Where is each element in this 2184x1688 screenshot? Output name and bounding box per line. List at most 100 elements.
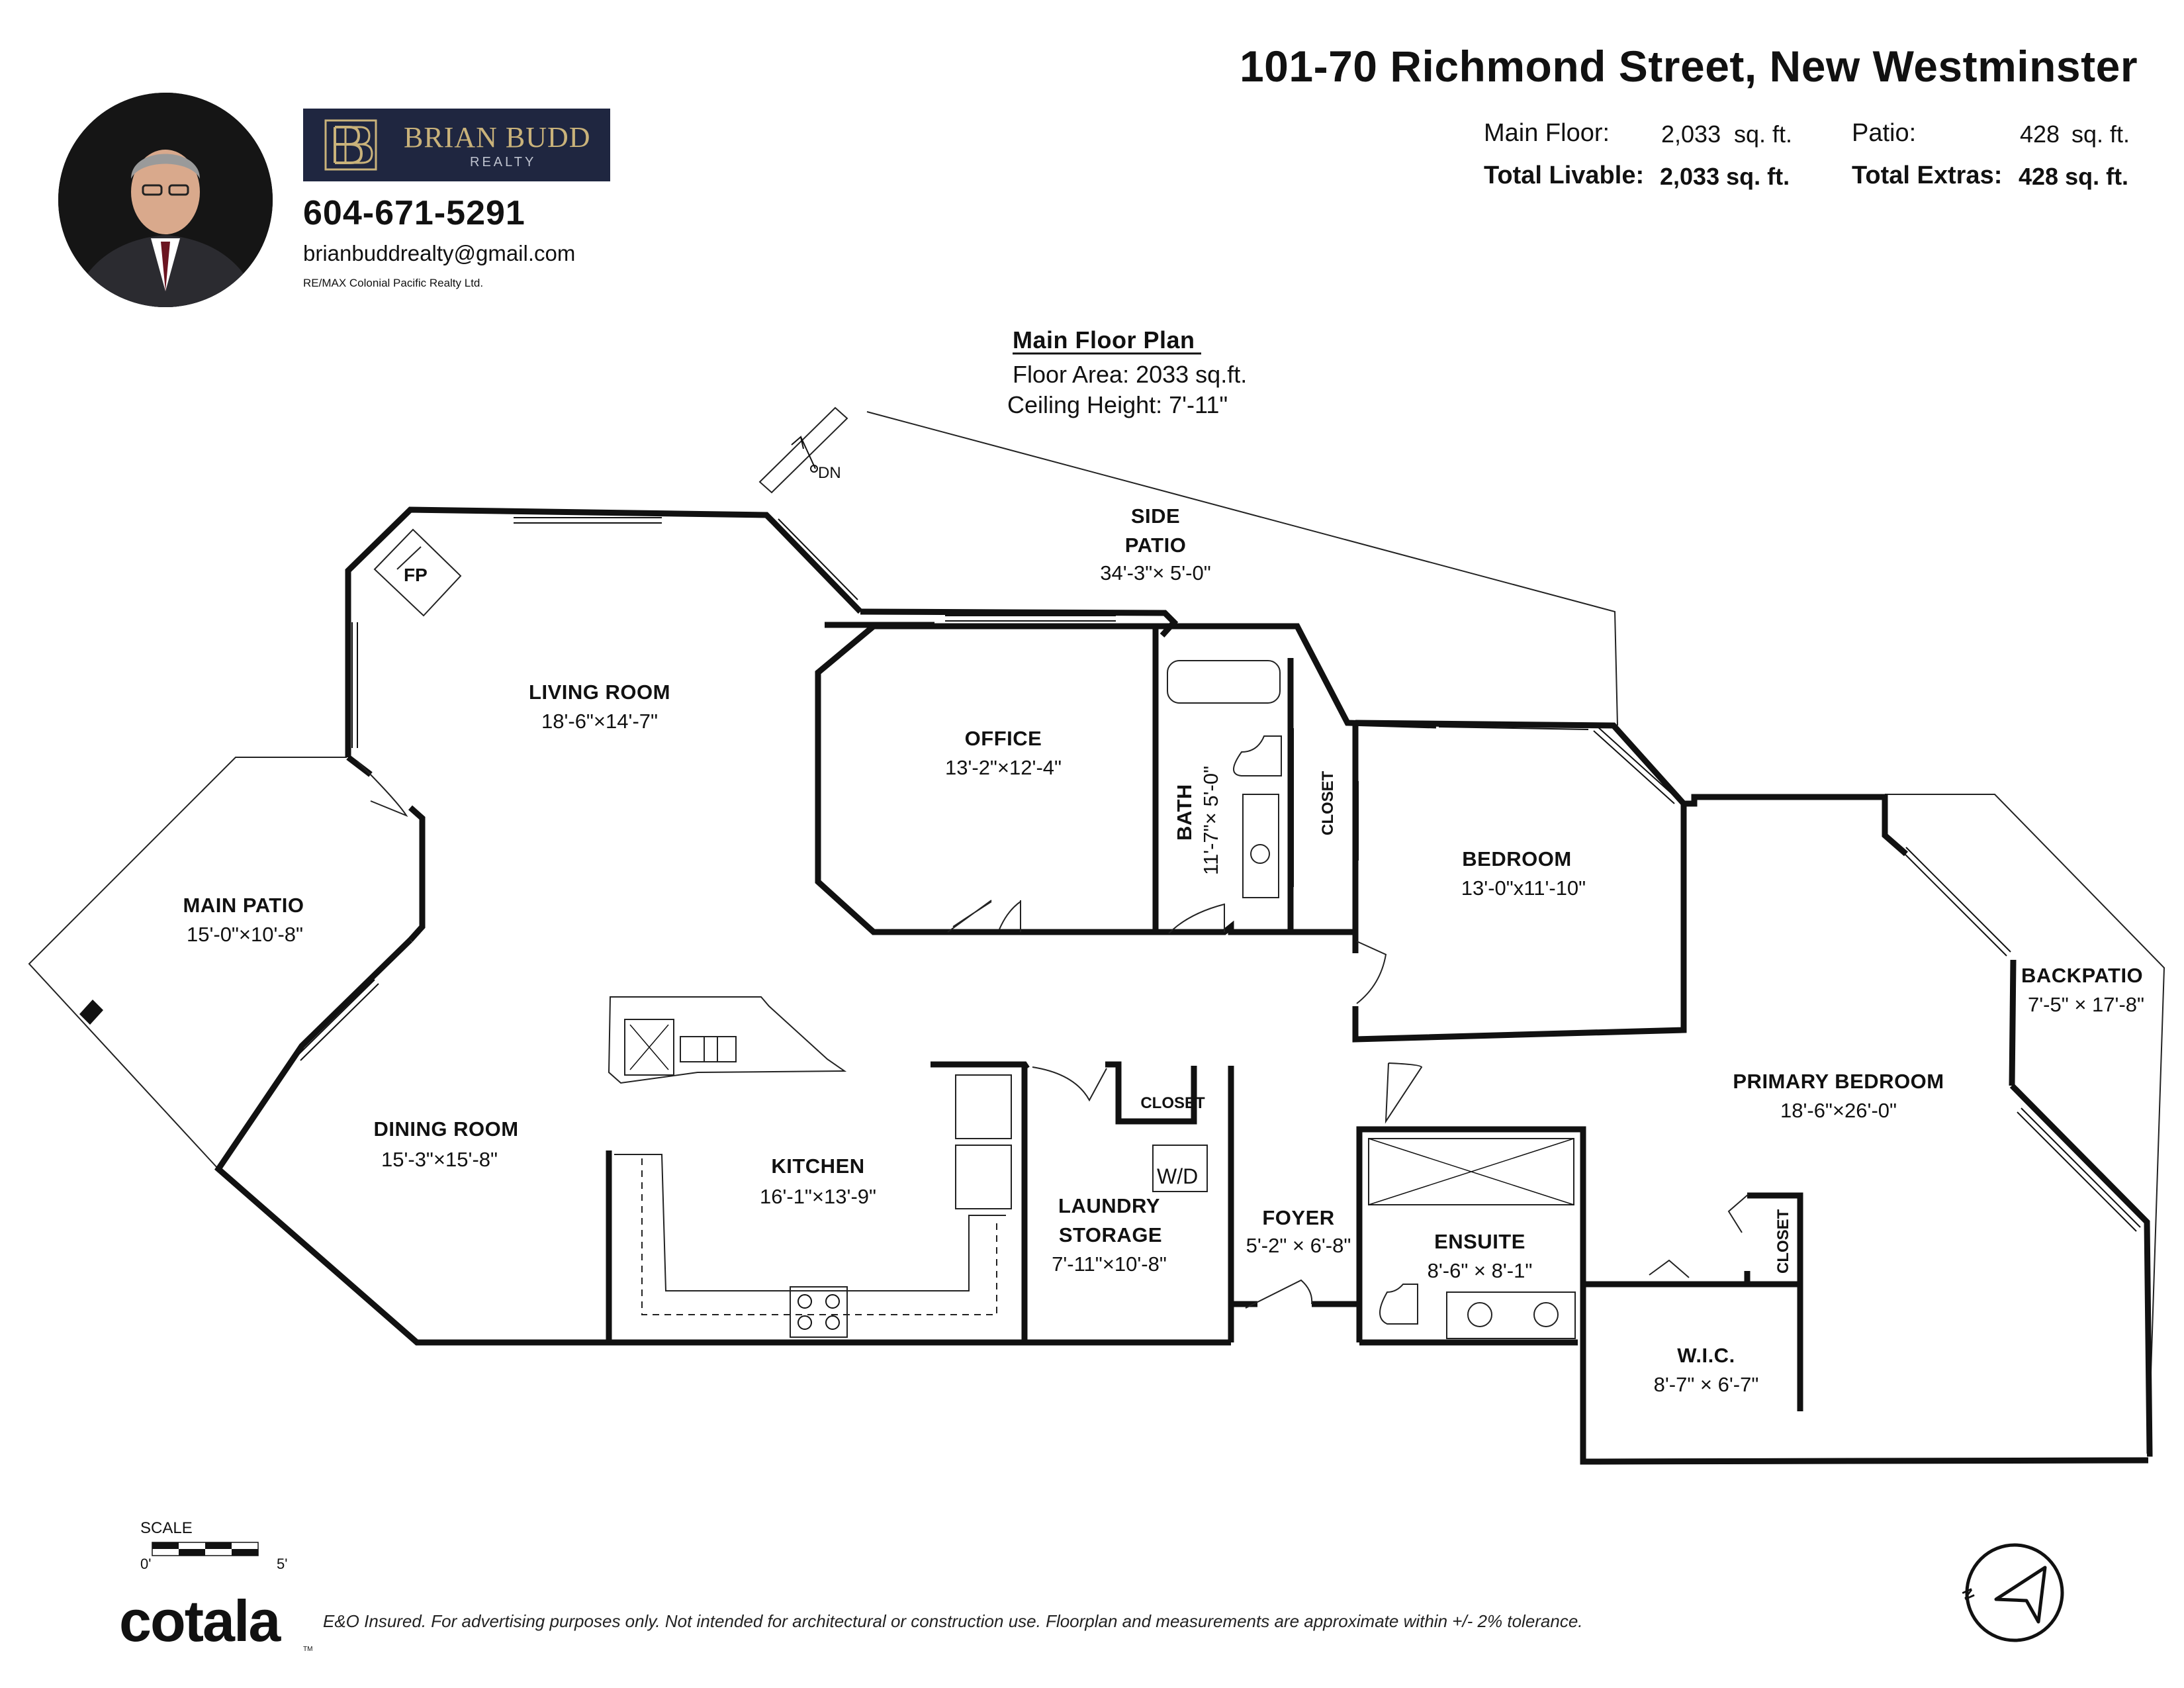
cotala-tm: TM xyxy=(303,1646,313,1653)
laundry-name-1: LAUNDRY xyxy=(1058,1194,1160,1217)
cooktop xyxy=(624,1019,674,1076)
brand-sub: REALTY xyxy=(470,155,537,169)
brand-name: BRIAN BUDD xyxy=(404,121,591,154)
agent-photo xyxy=(58,93,273,307)
laundry-name-2: STORAGE xyxy=(1059,1223,1162,1246)
toilet xyxy=(1233,735,1282,776)
primary-bedroom-top-wall xyxy=(1684,794,1908,857)
main-patio-dims: 15'-0"×10'-8" xyxy=(187,923,303,946)
property-address: 101-70 Richmond Street, New Westminster xyxy=(1239,42,2138,91)
office-name: OFFICE xyxy=(965,727,1042,750)
primary-bedroom-bottom-wall xyxy=(1580,1276,2149,1465)
scale-end: 5' xyxy=(277,1556,287,1572)
plan-title: Main Floor Plan xyxy=(1013,326,1195,353)
stair-dn-label: DN xyxy=(818,464,841,482)
wic-name: W.I.C. xyxy=(1677,1344,1735,1367)
scale-bar xyxy=(152,1542,259,1556)
agent-email[interactable]: brianbuddrealty@gmail.com xyxy=(303,241,576,265)
primary-bedroom-right-wall xyxy=(2009,959,2017,1086)
main-patio-post xyxy=(79,1000,103,1025)
living-room-name: LIVING ROOM xyxy=(529,680,670,704)
compass-north-label: N xyxy=(1958,1586,1978,1603)
total-livable-label: Total Livable: xyxy=(1484,162,1645,189)
back-patio-outline xyxy=(1885,794,2165,1454)
agent-phone[interactable]: 604-671-5291 xyxy=(303,194,525,232)
scale-label: SCALE xyxy=(140,1519,193,1537)
ensuite-name: ENSUITE xyxy=(1434,1230,1525,1253)
stair-dot-icon xyxy=(810,465,818,473)
total-extras-label: Total Extras: xyxy=(1852,162,2003,189)
kitchen-counter-edge xyxy=(641,1158,997,1315)
closet-2-name: CLOSET xyxy=(1140,1094,1205,1112)
laundry-dims: 7'-11"×10'-8" xyxy=(1052,1252,1167,1276)
main-patio-outline xyxy=(28,757,347,1170)
fridge xyxy=(955,1074,1012,1139)
primary-bedroom-name: PRIMARY BEDROOM xyxy=(1733,1070,1944,1093)
kitchen-name: KITCHEN xyxy=(771,1154,864,1178)
side-patio-dims: 34'-3"× 5'-0" xyxy=(1100,561,1210,585)
kitchen-island xyxy=(608,996,847,1084)
bedroom-dims: 13'-0"x11'-10" xyxy=(1461,876,1586,900)
island-sink xyxy=(680,1036,718,1062)
main-floor-unit: sq. ft. xyxy=(1734,120,1793,148)
washer-dryer-label: W/D xyxy=(1157,1164,1198,1188)
patio-label: Patio: xyxy=(1852,119,1917,147)
dining-room-dims: 15'-3"×15'-8" xyxy=(381,1148,498,1171)
side-patio-name-2: PATIO xyxy=(1125,534,1187,557)
fireplace xyxy=(373,528,462,617)
brand-monogram-icon xyxy=(324,119,377,171)
main-patio-name: MAIN PATIO xyxy=(183,894,304,917)
kitchen-top-wall xyxy=(931,1061,1030,1070)
side-patio-name-1: SIDE xyxy=(1131,504,1180,528)
bath-dims: 11'-7"× 5'-0" xyxy=(1199,766,1222,875)
office-walls xyxy=(815,623,1159,935)
brand-logo: BRIAN BUDD REALTY xyxy=(303,109,610,181)
dining-room-exterior-wall xyxy=(214,937,1231,1346)
primary-bedroom-dims: 18'-6"×26'-0" xyxy=(1780,1099,1897,1122)
primary-bedroom-lower-right-wall xyxy=(2009,1083,2153,1457)
back-patio-name: BACKPATIO xyxy=(2021,964,2143,987)
bath-name: BATH xyxy=(1173,784,1196,841)
closet-1-name: CLOSET xyxy=(1319,771,1337,835)
kitchen-range xyxy=(790,1286,848,1338)
closet-2-walls xyxy=(1105,1061,1197,1125)
side-patio-outline xyxy=(866,411,1618,726)
ensuite-walls xyxy=(1356,1126,1586,1342)
bath-sink xyxy=(1250,844,1270,864)
dining-room-name: DINING ROOM xyxy=(373,1117,518,1141)
fireplace-inner xyxy=(396,546,422,570)
closet-3-walls xyxy=(1744,1192,1803,1288)
stair-landing xyxy=(758,406,848,494)
windows xyxy=(296,517,2141,1232)
living-room-dims: 18'-6"×14'-7" xyxy=(541,710,658,733)
range-burners-icon xyxy=(797,1294,840,1330)
agent-portrait-icon xyxy=(58,93,273,307)
compass-icon xyxy=(1965,1543,2064,1642)
island-sink-2 xyxy=(704,1036,737,1062)
plan-ceiling-height: Ceiling Height: 7'-11" xyxy=(1007,391,1228,418)
ensuite-sink-2 xyxy=(1533,1302,1559,1327)
doors xyxy=(357,761,1749,1309)
bathtub xyxy=(1167,660,1281,704)
bath-top-wall xyxy=(1156,623,1437,729)
ensuite-vanity xyxy=(1446,1291,1576,1339)
kitchen-counter xyxy=(614,1154,1006,1291)
total-extras-value: 428 sq. ft. xyxy=(2019,163,2129,190)
stair-arrow-head-icon xyxy=(791,436,804,449)
office-dims: 13'-2"×12'-4" xyxy=(945,756,1062,779)
patio-unit: sq. ft. xyxy=(2071,120,2130,148)
back-patio-dims: 7'-5" × 17'-8" xyxy=(2028,993,2144,1016)
bath-wall xyxy=(1158,658,1294,935)
main-floor-label: Main Floor: xyxy=(1484,119,1610,147)
living-room-patio-wall xyxy=(408,805,426,943)
scale-start: 0' xyxy=(140,1556,151,1572)
agent-brokerage: RE/MAX Colonial Pacific Realty Ltd. xyxy=(303,277,484,289)
wic-dims: 8'-7" × 6'-7" xyxy=(1654,1373,1759,1396)
cotala-logo: cotala xyxy=(119,1588,281,1654)
main-floor-value: 2,033 xyxy=(1661,120,1721,148)
kitchen-dims: 16'-1"×13'-9" xyxy=(760,1185,876,1208)
footer-disclaimer: E&O Insured. For advertising purposes on… xyxy=(323,1611,1583,1631)
bedroom-walls xyxy=(1352,720,1687,1043)
foyer-dims: 5'-2" × 6'-8" xyxy=(1246,1234,1351,1257)
